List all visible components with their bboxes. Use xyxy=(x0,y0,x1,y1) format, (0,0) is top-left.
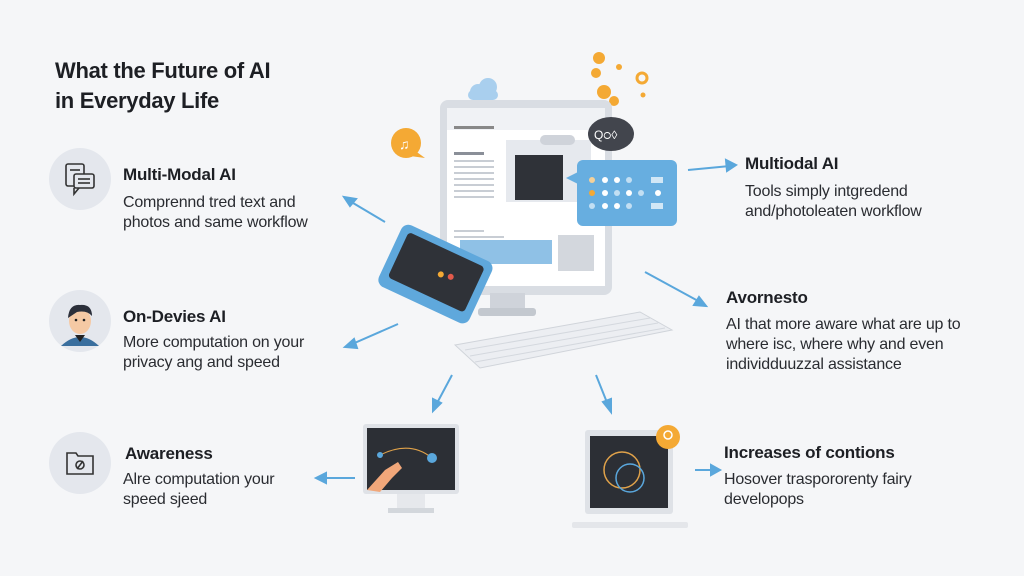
decorative-dots xyxy=(591,52,649,106)
title-line-2: in Everyday Life xyxy=(55,88,219,113)
tablet-device xyxy=(378,224,493,324)
item-title: Multi-Modal AI xyxy=(123,165,236,184)
item-title: On-Devies AI xyxy=(123,307,226,326)
monitor-with-graph xyxy=(572,425,688,528)
lightbulb-badge-icon xyxy=(656,425,680,449)
music-bubble-icon: ♫ xyxy=(391,128,425,158)
connector-arrows xyxy=(313,158,738,485)
cloud-icon xyxy=(468,78,498,100)
chat-bubbles-icon xyxy=(49,148,111,210)
folder-icon xyxy=(49,432,111,494)
dots-card xyxy=(566,160,677,226)
svg-text:Q੦◊: Q੦◊ xyxy=(594,128,617,142)
svg-text:♫: ♫ xyxy=(399,136,410,152)
monitor-with-hand xyxy=(363,424,459,513)
item-title: Multiodal AI xyxy=(745,154,839,173)
item-title: Avornesto xyxy=(726,288,808,307)
item-title: Awareness xyxy=(125,444,213,463)
search-bubble-icon: Q੦◊ xyxy=(588,117,634,151)
monitor xyxy=(440,100,612,316)
person-avatar-icon xyxy=(49,290,111,352)
item-title: Increases of contions xyxy=(724,443,895,462)
title-line-1: What the Future of AI xyxy=(55,58,271,83)
keyboard-icon xyxy=(453,311,674,369)
page-title: What the Future of AI in Everyday Life xyxy=(55,56,271,116)
